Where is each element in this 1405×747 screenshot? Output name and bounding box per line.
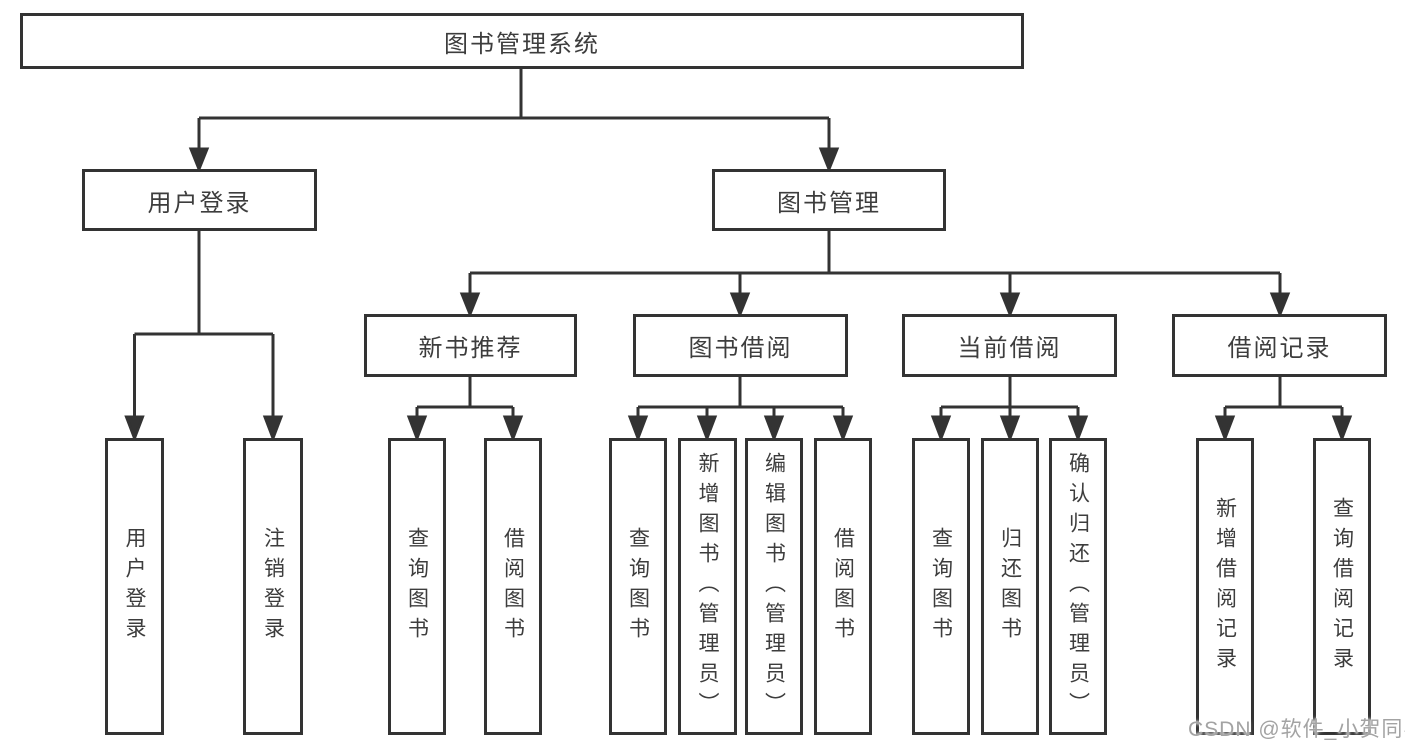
leaf-query-borrow-record-label: 查询借阅记录 (1330, 496, 1354, 677)
arrow-down-icon (729, 292, 751, 319)
node-new-book-recommend: 新书推荐 (364, 314, 577, 377)
arrow-down-icon (763, 415, 785, 443)
arrow-down-icon (930, 415, 952, 443)
node-current-borrowing: 当前借阅 (902, 314, 1117, 377)
arrow-down-icon (124, 415, 145, 443)
leaf-edit-books-admin-label: 编辑图书（管理员） (762, 451, 786, 722)
node-book-management-label: 图书管理 (777, 189, 881, 217)
connector-book-borrowing-to-leaves (627, 377, 854, 443)
node-borrowing-records-label: 借阅记录 (1227, 335, 1332, 362)
connector-root-to-level2 (188, 69, 840, 174)
arrow-down-icon (999, 292, 1021, 319)
leaf-query-books-3-label: 查询图书 (929, 526, 953, 647)
arrow-down-icon (999, 415, 1021, 443)
arrow-down-icon (696, 415, 718, 443)
node-root: 图书管理系统 (20, 13, 1024, 69)
node-book-management: 图书管理 (712, 169, 946, 231)
connector-current-borrowing-to-leaves (930, 377, 1089, 443)
leaf-query-borrow-record: 查询借阅记录 (1313, 438, 1371, 735)
arrow-down-icon (406, 415, 428, 443)
leaf-confirm-return-admin: 确认归还（管理员） (1049, 438, 1107, 735)
leaf-return-books-label: 归还图书 (998, 526, 1022, 647)
leaf-add-books-admin-label: 新增图书（管理员） (696, 451, 719, 722)
arrow-down-icon (262, 415, 284, 443)
node-root-label: 图书管理系统 (444, 30, 600, 58)
node-book-borrowing-label: 图书借阅 (688, 335, 793, 362)
connector-new-book-recommend-to-leaves (406, 377, 524, 443)
connector-user-login-to-leaves (124, 231, 284, 443)
leaf-logout-label: 注销登录 (261, 526, 285, 647)
leaf-query-books-2: 查询图书 (609, 438, 667, 735)
node-user-login-label: 用户登录 (147, 189, 252, 217)
leaf-return-books: 归还图书 (981, 438, 1039, 735)
leaf-query-books-1: 查询图书 (388, 438, 446, 735)
arrow-down-icon (1067, 415, 1089, 443)
leaf-add-books-admin: 新增图书（管理员） (678, 438, 737, 735)
leaf-user-login-label: 用户登录 (123, 526, 146, 647)
node-user-login: 用户登录 (82, 169, 317, 231)
connector-book-management-to-level3 (459, 231, 1291, 319)
node-new-book-recommend-label: 新书推荐 (418, 335, 523, 362)
leaf-borrow-books-2: 借阅图书 (814, 438, 872, 735)
leaf-query-books-1-label: 查询图书 (405, 526, 429, 647)
node-current-borrowing-label: 当前借阅 (957, 335, 1062, 362)
arrow-down-icon (627, 415, 649, 443)
leaf-query-books-2-label: 查询图书 (626, 526, 650, 647)
watermark: CSDN @软件_小贺同学 (1188, 718, 1405, 741)
leaf-confirm-return-admin-label: 确认归还（管理员） (1066, 451, 1090, 722)
leaf-add-borrow-record-label: 新增借阅记录 (1213, 496, 1237, 677)
leaf-query-books-3: 查询图书 (912, 438, 970, 735)
arrow-down-icon (832, 415, 854, 443)
leaf-borrow-books-1: 借阅图书 (484, 438, 542, 735)
arrow-down-icon (1214, 415, 1236, 443)
node-borrowing-records: 借阅记录 (1172, 314, 1387, 377)
arrow-down-icon (1269, 292, 1291, 319)
arrow-down-icon (818, 147, 840, 174)
leaf-user-login: 用户登录 (105, 438, 164, 735)
arrow-down-icon (188, 147, 210, 174)
arrow-down-icon (1331, 415, 1353, 443)
arrow-down-icon (502, 415, 524, 443)
connector-borrowing-records-to-leaves (1214, 377, 1353, 443)
node-book-borrowing: 图书借阅 (633, 314, 848, 377)
arrow-down-icon (459, 292, 481, 319)
leaf-borrow-books-2-label: 借阅图书 (831, 526, 855, 647)
leaf-edit-books-admin: 编辑图书（管理员） (745, 438, 803, 735)
leaf-logout: 注销登录 (243, 438, 303, 735)
leaf-add-borrow-record: 新增借阅记录 (1196, 438, 1254, 735)
leaf-borrow-books-1-label: 借阅图书 (501, 526, 525, 647)
